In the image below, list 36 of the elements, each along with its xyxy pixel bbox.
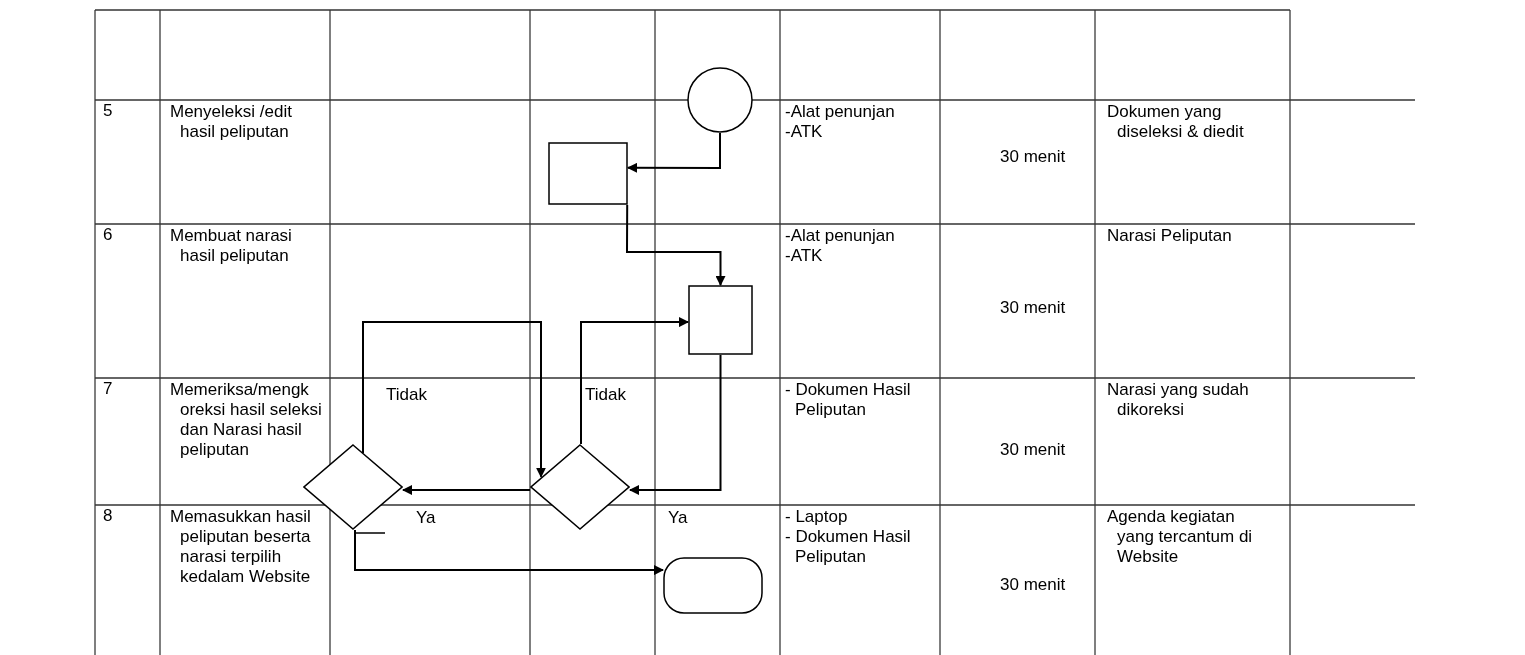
connector-circle	[687, 67, 753, 133]
arrow	[629, 354, 722, 495]
table-text: Narasi yang sudah dikoreksi	[1107, 380, 1250, 420]
process-box	[548, 142, 628, 205]
table-text: -ATK	[785, 246, 824, 266]
decision-diamond	[530, 444, 630, 530]
table-text: 30 menit	[1000, 147, 1066, 167]
arrow	[362, 321, 546, 478]
table-text: Membuat narasi hasil peliputan	[170, 226, 293, 266]
table-text: 30 menit	[1000, 440, 1066, 460]
table-text: 5	[103, 101, 113, 121]
table-text: - Dokumen Hasil Peliputan	[785, 527, 912, 567]
terminator-shape	[663, 557, 763, 614]
table-text: Memasukkan hasil peliputan beserta narasi terpilih kedalam Website	[170, 507, 312, 587]
table-text: 7	[103, 379, 113, 399]
table-text: - Dokumen Hasil Peliputan	[785, 380, 912, 420]
arrow	[354, 529, 664, 576]
arrow	[626, 204, 726, 286]
arrow	[580, 317, 689, 445]
table-text: -Alat penunjan	[785, 102, 895, 122]
table-text: -Alat penunjan	[785, 226, 895, 246]
table-text: Narasi Peliputan	[1107, 226, 1232, 246]
table-text: 30 menit	[1000, 575, 1066, 595]
process-box	[688, 285, 753, 355]
arrow	[402, 485, 531, 495]
table-text: 8	[103, 506, 113, 526]
arrow	[627, 132, 721, 173]
table-text: Agenda kegiatan yang tercantum di Website	[1107, 507, 1254, 567]
table-text: Ya	[668, 508, 688, 528]
table-text: Memeriksa/mengk oreksi hasil seleksi dan Narasi hasil peliputan	[170, 380, 323, 460]
table-text: - Laptop	[785, 507, 848, 527]
table-text: -ATK	[785, 122, 824, 142]
table-text: 30 menit	[1000, 298, 1066, 318]
table-text: Dokumen yang diseleksi & diedit	[1107, 102, 1245, 142]
table-text: 6	[103, 225, 113, 245]
table-text: Menyeleksi /edit hasil peliputan	[170, 102, 293, 142]
